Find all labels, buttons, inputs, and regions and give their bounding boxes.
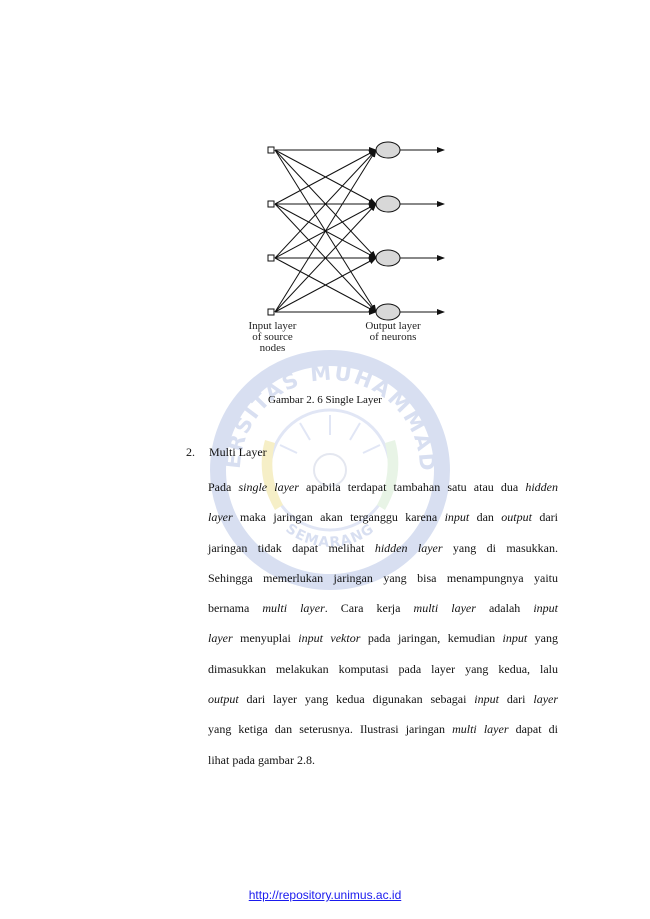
network-diagram bbox=[267, 141, 445, 321]
italic-term: hidden bbox=[525, 480, 559, 494]
paragraph-line: layer maka jaringan akan terganggu karen… bbox=[208, 502, 558, 532]
figure-caption: Gambar 2. 6 Single Layer bbox=[268, 394, 382, 406]
output-layer-label: Output layer of neurons bbox=[365, 320, 421, 343]
italic-term: multi layer bbox=[262, 601, 325, 616]
text-run: pada jaringan, kemudian bbox=[360, 631, 503, 646]
section-number: 2. bbox=[186, 445, 195, 459]
text-run: bernama bbox=[208, 601, 263, 616]
italic-term: input bbox=[502, 631, 528, 646]
text-run: yang bbox=[527, 631, 558, 646]
paragraph-line: jaringan tidak dapat melihat hidden laye… bbox=[208, 533, 558, 563]
italic-term: multi layer bbox=[452, 722, 509, 737]
text-run: lihat pada gambar 2.8. bbox=[208, 752, 315, 767]
connection-arrow bbox=[274, 203, 377, 313]
italic-term: layer bbox=[533, 692, 559, 707]
text-run: dari layer yang kedua digunakan sebagai bbox=[238, 692, 475, 707]
text-run: . Cara kerja bbox=[324, 601, 414, 616]
text-run: dari bbox=[498, 692, 534, 707]
text-run: Pada bbox=[208, 480, 239, 494]
section-title: Multi Layer bbox=[209, 445, 267, 459]
italic-term: layer bbox=[208, 631, 233, 646]
text-run: yang di masukkan. bbox=[442, 540, 558, 555]
text-run: dari bbox=[531, 510, 558, 525]
text-run: dan bbox=[469, 510, 502, 525]
connection-arrow bbox=[274, 149, 377, 313]
italic-term: multi layer bbox=[413, 601, 476, 616]
text-run: Sehingga memerlukan jaringan yang bisa m… bbox=[208, 570, 558, 585]
text-run: dapat di bbox=[508, 722, 558, 737]
italic-term: output bbox=[501, 510, 532, 525]
paragraph-line: output dari layer yang kedua digunakan s… bbox=[208, 684, 558, 714]
input-layer-label: Input layer of source nodes bbox=[248, 320, 297, 354]
italic-term: single layer bbox=[238, 480, 299, 494]
italic-term: input vektor bbox=[298, 631, 361, 646]
text-run: yang ketiga dan seterusnya. Ilustrasi ja… bbox=[208, 722, 453, 737]
connection-arrow bbox=[274, 149, 377, 259]
multi-layer-paragraph: Pada single layer apabila terdapat tamba… bbox=[208, 472, 558, 775]
paragraph-line: yang ketiga dan seterusnya. Ilustrasi ja… bbox=[208, 714, 558, 744]
input-node bbox=[267, 308, 275, 316]
connection-arrow bbox=[274, 257, 377, 313]
paragraph-line: bernama multi layer. Cara kerja multi la… bbox=[208, 593, 558, 623]
connection-arrow bbox=[274, 149, 377, 205]
input-node bbox=[267, 146, 275, 154]
italic-term: input bbox=[444, 510, 470, 525]
italic-term: layer bbox=[208, 510, 233, 525]
output-neuron bbox=[375, 195, 401, 213]
paragraph-line: Sehingga memerlukan jaringan yang bisa m… bbox=[208, 563, 558, 593]
repository-link[interactable]: http://repository.unimus.ac.id bbox=[248, 888, 402, 902]
text-run: maka jaringan akan terganggu karena bbox=[232, 510, 445, 525]
input-node bbox=[267, 254, 275, 262]
output-neuron bbox=[375, 249, 401, 267]
text-run: jaringan tidak dapat melihat bbox=[208, 540, 375, 555]
footer: http://repository.unimus.ac.id bbox=[0, 888, 650, 902]
section-heading: 2. Multi Layer bbox=[186, 445, 267, 460]
output-neuron bbox=[375, 141, 401, 159]
italic-term: input bbox=[474, 692, 499, 707]
single-layer-network-figure: Input layer of source nodes Output layer… bbox=[230, 128, 450, 368]
paragraph-line: lihat pada gambar 2.8. bbox=[208, 745, 558, 775]
paragraph-line: layer menyuplai input vektor pada jaring… bbox=[208, 623, 558, 653]
paragraph-line: dimasukkan melakukan komputasi pada laye… bbox=[208, 654, 558, 684]
paragraph-line: Pada single layer apabila terdapat tamba… bbox=[208, 472, 558, 502]
text-run: menyuplai bbox=[232, 631, 299, 646]
italic-term: hidden layer bbox=[374, 540, 443, 555]
input-node bbox=[267, 200, 275, 208]
text-run: apabila terdapat tambahan satu atau dua bbox=[298, 480, 526, 494]
italic-term: input bbox=[533, 601, 558, 616]
text-run: dimasukkan melakukan komputasi pada laye… bbox=[208, 661, 558, 676]
text-run: adalah bbox=[475, 601, 534, 616]
italic-term: output bbox=[208, 692, 239, 707]
output-neuron bbox=[375, 303, 401, 321]
university-seal-watermark: UNIVERSITAS MUHAMMADIYAH SEMARANG bbox=[195, 326, 455, 595]
